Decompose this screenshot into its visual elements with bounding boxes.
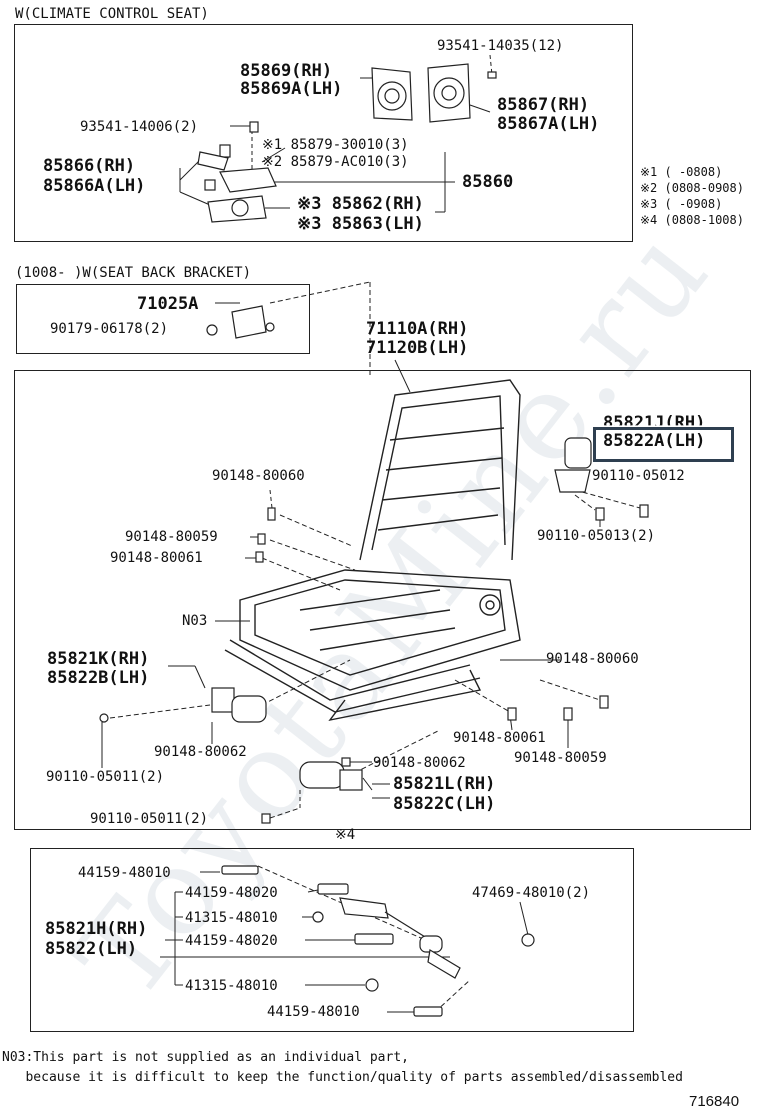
- label-44159-48020-b[interactable]: 44159-48020: [185, 933, 278, 949]
- label-90148-80061-b[interactable]: 90148-80061: [453, 730, 546, 746]
- label-n03[interactable]: N03: [182, 613, 208, 629]
- note-line-2: because it is difficult to keep the func…: [2, 1070, 683, 1085]
- label-71110a-rh[interactable]: 71110A(RH): [366, 319, 469, 339]
- label-90110-05012[interactable]: 90110-05012: [592, 468, 685, 484]
- motor-parts: [99, 437, 649, 1017]
- doc-id: 716840: [689, 1093, 740, 1110]
- label-85879-30010[interactable]: ※1 85879-30010(3): [262, 137, 409, 153]
- label-85822c-lh[interactable]: 85822C(LH): [393, 794, 496, 814]
- label-85822-lh[interactable]: 85822(LH): [45, 939, 138, 959]
- label-85866a-lh[interactable]: 85866A(LH): [43, 176, 146, 196]
- label-90110-05013[interactable]: 90110-05013(2): [537, 528, 656, 544]
- footnote-2: ※2 (0808-0908): [640, 181, 744, 195]
- label-41315-48010-a[interactable]: 41315-48010: [185, 910, 278, 926]
- label-85879-ac010[interactable]: ※2 85879-AC010(3): [262, 154, 409, 170]
- label-90148-80062-b[interactable]: 90148-80062: [373, 755, 466, 771]
- label-71120b-lh[interactable]: 71120B(LH): [366, 338, 469, 358]
- highlight-box: [593, 427, 734, 462]
- climate-parts: [197, 63, 497, 223]
- label-90148-80060-a[interactable]: 90148-80060: [212, 468, 305, 484]
- label-85822a-lh[interactable]: 85822A(LH): [603, 431, 706, 451]
- footnote-1: ※1 ( -0808): [640, 165, 723, 179]
- label-90148-80061-a[interactable]: 90148-80061: [110, 550, 203, 566]
- label-71025a[interactable]: 71025A: [137, 294, 199, 314]
- label-90110-05011-a[interactable]: 90110-05011(2): [46, 769, 165, 785]
- label-44159-48010-a[interactable]: 44159-48010: [78, 865, 171, 881]
- footnote-4: ※4 (0808-1008): [640, 213, 744, 227]
- label-85821k-rh[interactable]: 85821K(RH): [47, 649, 150, 669]
- label-90148-80062-a[interactable]: 90148-80062: [154, 744, 247, 760]
- label-90179-06178[interactable]: 90179-06178(2): [50, 321, 169, 337]
- label-85867a-lh[interactable]: 85867A(LH): [497, 114, 600, 134]
- mark-4: ※4: [335, 827, 356, 843]
- label-85869a-lh[interactable]: 85869A(LH): [240, 79, 343, 99]
- label-85867-rh[interactable]: 85867(RH): [497, 95, 590, 115]
- label-44159-48010-b[interactable]: 44159-48010: [267, 1004, 360, 1020]
- label-93541-14006[interactable]: 93541-14006(2): [80, 119, 199, 135]
- label-85869-rh[interactable]: 85869(RH): [240, 61, 333, 81]
- bracket-section-title: (1008- )W(SEAT BACK BRACKET): [15, 265, 252, 281]
- label-85860[interactable]: 85860: [462, 172, 514, 192]
- label-85863-lh[interactable]: ※3 85863(LH): [297, 214, 424, 234]
- label-93541-14035[interactable]: 93541-14035(12): [437, 38, 564, 54]
- seat-back-bracket-frame: [16, 284, 310, 354]
- seat-frame-area: [14, 370, 751, 830]
- label-85821l-rh[interactable]: 85821L(RH): [393, 774, 496, 794]
- label-85822b-lh[interactable]: 85822B(LH): [47, 668, 150, 688]
- lower-section-frame: [30, 848, 634, 1032]
- climate-control-frame: [14, 24, 633, 242]
- label-85821j-rh[interactable]: 85821J(RH): [603, 413, 706, 433]
- label-90110-05011-b[interactable]: 90110-05011(2): [90, 811, 209, 827]
- label-90148-80060-b[interactable]: 90148-80060: [546, 651, 639, 667]
- label-85866-rh[interactable]: 85866(RH): [43, 156, 136, 176]
- climate-section-title: W(CLIMATE CONTROL SEAT): [15, 6, 209, 22]
- bracket-parts: [206, 305, 275, 339]
- label-85821h-rh[interactable]: 85821H(RH): [45, 919, 148, 939]
- label-90148-80059-b[interactable]: 90148-80059: [514, 750, 607, 766]
- note-line-1: N03:This part is not supplied as an indi…: [2, 1050, 409, 1065]
- label-47469-48010[interactable]: 47469-48010(2): [472, 885, 591, 901]
- label-41315-48010-b[interactable]: 41315-48010: [185, 978, 278, 994]
- footnote-3: ※3 ( -0908): [640, 197, 723, 211]
- label-90148-80059-a[interactable]: 90148-80059: [125, 529, 218, 545]
- seat-frame-drawing: [224, 379, 521, 722]
- label-44159-48020-a[interactable]: 44159-48020: [185, 885, 278, 901]
- label-85862-rh[interactable]: ※3 85862(RH): [297, 194, 424, 214]
